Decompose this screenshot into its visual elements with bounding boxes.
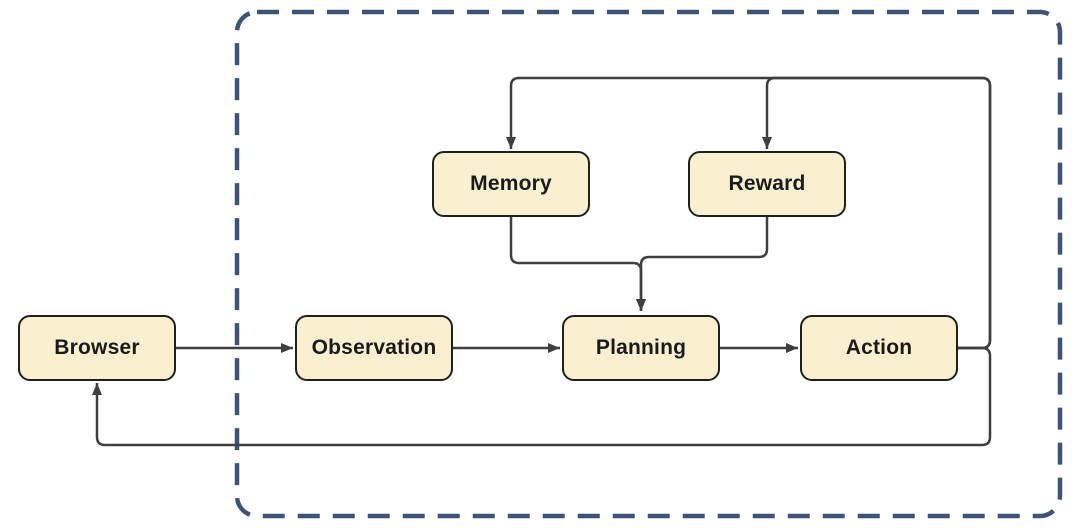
edge-memory-planning (509, 217, 646, 311)
node-memory-label: Memory (470, 172, 552, 195)
node-action: Action (800, 315, 958, 381)
node-reward: Reward (688, 151, 846, 217)
node-browser: Browser (18, 315, 176, 381)
node-planning: Planning (562, 315, 720, 381)
node-reward-label: Reward (728, 172, 806, 195)
node-observation-label: Observation (311, 336, 437, 359)
node-action-label: Action (845, 336, 913, 359)
node-browser-label: Browser (54, 336, 140, 359)
node-memory: Memory (432, 151, 590, 217)
node-observation: Observation (295, 315, 453, 381)
edge-action-browser (92, 346, 992, 447)
node-planning-label: Planning (595, 336, 687, 359)
edge-action-reward (762, 76, 992, 350)
agent-boundary-dashed-box (234, 9, 1063, 519)
edge-reward-planning (636, 217, 769, 311)
